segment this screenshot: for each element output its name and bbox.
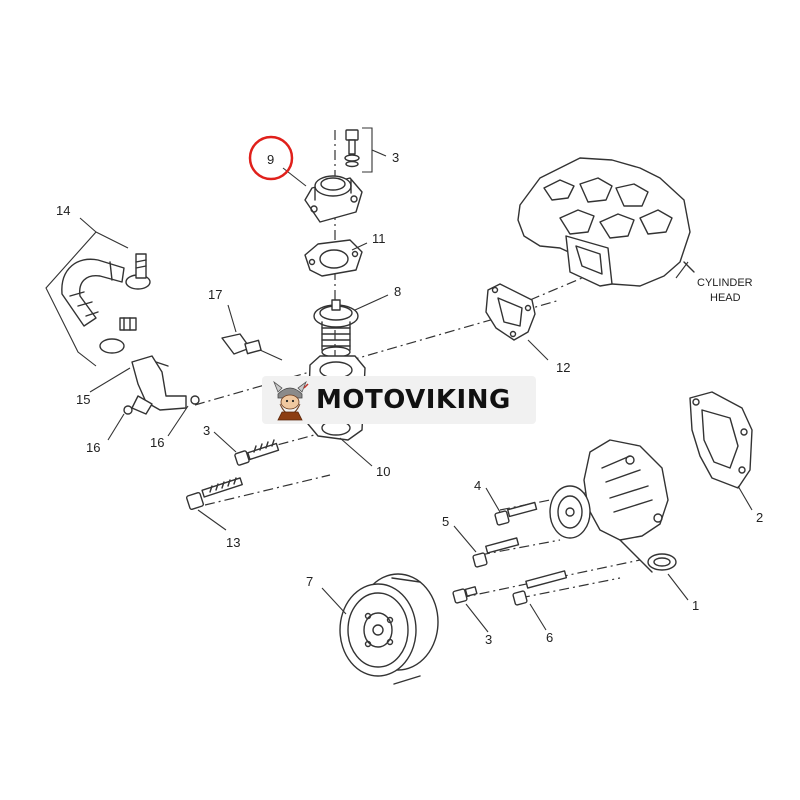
cylinder-head-label-line2: HEAD (710, 292, 741, 304)
hose-clamp-upper (125, 253, 151, 290)
callout-2: 2 (756, 510, 763, 525)
bolt-3-left (234, 439, 280, 466)
temperature-sender (221, 333, 283, 361)
water-pump-gasket (485, 283, 536, 341)
bolt-4 (494, 501, 538, 526)
watermark-text: MOTOVIKING (316, 385, 511, 415)
cylinder-head (517, 157, 695, 287)
callout-3-top: 3 (392, 150, 399, 165)
cylinder-head-label-line1: CYLINDER (697, 277, 753, 289)
callout-16-left: 16 (86, 440, 100, 455)
viking-logo (273, 380, 309, 421)
callout-5: 5 (442, 514, 449, 529)
leader-lines (45, 167, 753, 633)
callout-6: 6 (546, 630, 553, 645)
callout-10: 10 (376, 464, 390, 479)
bolt-5 (472, 537, 520, 568)
bolt-13 (185, 477, 243, 511)
bolt-3-bottom (452, 586, 478, 604)
water-pipe (131, 355, 187, 415)
bypass-hose (61, 258, 125, 327)
bolt-with-washer-top (344, 127, 387, 173)
bolt-6 (512, 570, 568, 606)
water-pump (549, 439, 677, 573)
callout-15: 15 (76, 392, 90, 407)
callout-14: 14 (56, 203, 70, 218)
hose-clamp-lower (99, 317, 137, 354)
callouts: 9 3 11 8 17 14 15 16 16 3 13 10 12 2 1 4… (56, 150, 763, 647)
callout-4: 4 (474, 478, 481, 493)
thermostat-cover (304, 175, 363, 223)
callout-11: 11 (372, 231, 386, 246)
fan-pulley (339, 573, 439, 685)
callout-3-bottom: 3 (485, 632, 492, 647)
callout-17: 17 (208, 287, 222, 302)
callout-7: 7 (306, 574, 313, 589)
callout-9: 9 (267, 152, 274, 167)
pump-gasket (689, 391, 753, 489)
highlight-circle (248, 135, 294, 181)
o-rings (123, 395, 200, 415)
housing-gasket (304, 239, 363, 277)
callout-3-left: 3 (203, 423, 210, 438)
thermostat (313, 299, 359, 358)
callout-8: 8 (394, 284, 401, 299)
callout-12: 12 (556, 360, 570, 375)
callout-13: 13 (226, 535, 240, 550)
callout-1: 1 (692, 598, 699, 613)
watermark: MOTOVIKING (262, 376, 536, 424)
callout-16-right: 16 (150, 435, 164, 450)
